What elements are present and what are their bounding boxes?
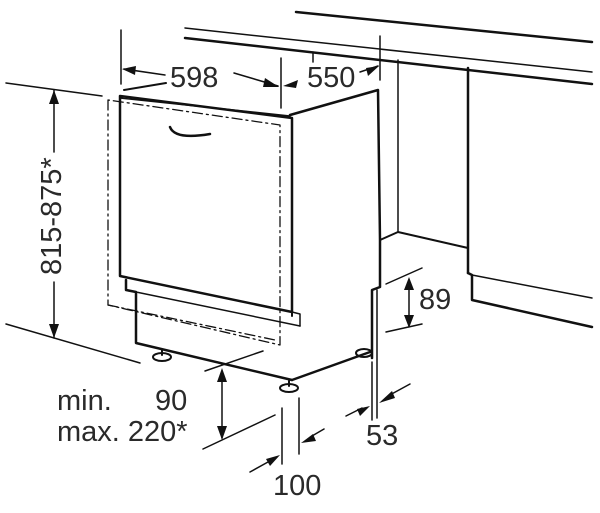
appliance-side-outline xyxy=(288,88,382,360)
niche-floor xyxy=(379,231,469,249)
arrow-width-left xyxy=(122,66,136,75)
plinth-height-ext-bottom xyxy=(202,414,276,450)
plinth-depth-ext-bottom xyxy=(385,323,423,333)
countertop-edge-top xyxy=(294,10,594,44)
door-handle xyxy=(168,125,212,138)
foot-rear-right xyxy=(355,348,373,358)
plinth-depth-ext-top xyxy=(385,267,423,285)
plinth-top xyxy=(135,291,301,327)
plinth-min-label: min. xyxy=(57,385,112,417)
base-right-edge xyxy=(290,350,372,382)
height-ext-bottom xyxy=(5,323,141,364)
foot-leader-left xyxy=(249,461,269,473)
right-cabinet-base xyxy=(466,271,594,329)
arrow-89-up xyxy=(404,277,414,290)
arrow-width-right xyxy=(263,78,279,87)
dashed-plinth-line xyxy=(107,304,276,341)
height-range-label: 815-875* xyxy=(36,157,68,275)
width-label: 598 xyxy=(170,62,219,94)
arrow-plinth-down xyxy=(217,426,227,440)
plinth-min-value: 90 xyxy=(155,385,188,417)
right-cabinet-plinth xyxy=(471,274,593,299)
countertop-edge-low xyxy=(183,36,594,86)
plinth-max-label: max. 220* xyxy=(57,416,188,448)
arrow-53-right xyxy=(379,391,395,403)
side-gap-label: 53 xyxy=(366,420,399,452)
arrow-53-left xyxy=(357,406,370,416)
door-top-edge xyxy=(119,97,291,117)
arrow-up xyxy=(49,90,59,104)
arrow-depth-right xyxy=(366,66,379,76)
width-top-edge-leader xyxy=(123,82,167,91)
countertop-edge-mid xyxy=(184,27,593,73)
arrow-depth-left xyxy=(283,80,298,88)
plinth-depth-label: 89 xyxy=(419,284,452,316)
arrow-89-down xyxy=(404,315,414,328)
plinth-height-ext-top xyxy=(204,350,264,372)
depth-label: 550 xyxy=(307,62,356,94)
foot-offset-label: 100 xyxy=(273,470,322,502)
foot-leader-right xyxy=(311,428,325,437)
arrow-100-left xyxy=(266,455,280,466)
niche-dashed-outline xyxy=(107,99,281,346)
arrow-down xyxy=(49,324,59,338)
arrow-100-right xyxy=(301,434,316,443)
door-panel xyxy=(118,94,294,314)
arrow-plinth-up xyxy=(217,368,227,382)
plinth-right-step xyxy=(291,311,301,327)
